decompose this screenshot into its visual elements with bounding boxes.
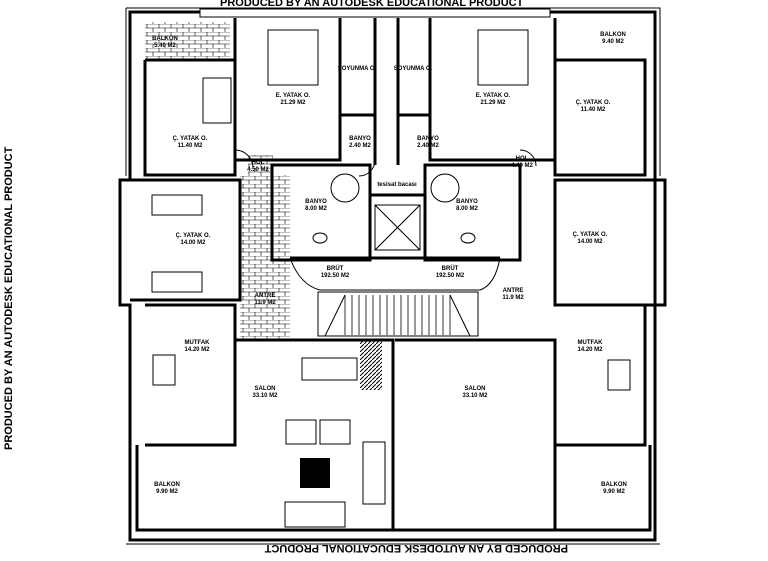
- double-bed-right: [477, 29, 529, 86]
- label-mutfak-r: MUTFAK: [578, 340, 604, 346]
- bed-tl: [202, 77, 232, 124]
- area-balkon-br: 9.90 M2: [603, 489, 625, 495]
- area-e-yatak-r: 21.29 M2: [480, 100, 506, 106]
- area-e-yatak-l: 21.29 M2: [280, 100, 306, 106]
- single-bed-1: [151, 194, 203, 216]
- area-brut-r: 192.50 M2: [436, 273, 465, 279]
- area-hol-l: 4.50 M2: [247, 167, 269, 173]
- armchair-2: [319, 419, 351, 445]
- label-salon-r: SALON: [465, 386, 486, 392]
- sofa-bottom: [284, 501, 346, 528]
- label-salon-l: SALON: [255, 386, 276, 392]
- furniture: [151, 29, 631, 528]
- kitchen-table-left: [152, 354, 176, 386]
- label-banyo-small-l: BANYO: [349, 136, 371, 142]
- armchair-1: [285, 419, 317, 445]
- label-banyo-r: BANYO: [456, 199, 478, 205]
- label-antre-l: ANTRE: [255, 293, 276, 299]
- elevator-shaft: [374, 204, 421, 251]
- label-c-yatak-l: Ç. YATAK O.: [176, 233, 211, 239]
- label-c-yatak-r: Ç. YATAK O.: [573, 232, 608, 238]
- label-banyo-small-r: BANYO: [417, 136, 439, 142]
- label-balkon-tl: BALKON: [152, 36, 178, 42]
- label-mutfak-l: MUTFAK: [185, 340, 211, 346]
- label-balkon-tr: BALKON: [600, 32, 626, 38]
- label-soyunma-l: SOYUNMA O.: [338, 66, 377, 72]
- area-antre-l: 11.9 M2: [254, 300, 276, 306]
- area-balkon-bl: 9.90 M2: [156, 489, 178, 495]
- area-antre-r: 11.9 M2: [502, 295, 524, 301]
- watermark-bottom: PRODUCED BY AN AUTODESK EDUCATIONAL PROD…: [264, 542, 568, 554]
- label-hol-r: HOL: [516, 156, 529, 162]
- jacuzzi-right: [430, 173, 460, 203]
- kitchen-table-right: [607, 359, 631, 391]
- watermark-top: PRODUCED BY AN AUTODESK EDUCATIONAL PROD…: [220, 0, 524, 9]
- label-soyunma-r: SOYUNMA O.: [394, 66, 433, 72]
- balkon-tl-brick: [145, 22, 230, 60]
- area-banyo-small-r: 2.40 M2: [417, 143, 439, 149]
- label-c-yatak-tr: Ç. YATAK O.: [576, 100, 611, 106]
- antre-brick-wall: [240, 175, 290, 340]
- area-salon-r: 33.10 M2: [462, 393, 488, 399]
- area-balkon-tr: 9.40 M2: [602, 39, 624, 45]
- staircase: [317, 291, 479, 337]
- label-balkon-bl: BALKON: [154, 482, 180, 488]
- jacuzzi-left: [330, 173, 360, 203]
- area-c-yatak-tl: 11.40 M2: [178, 143, 203, 149]
- dining-table: [301, 357, 358, 381]
- area-c-yatak-tr: 11.40 M2: [581, 107, 606, 113]
- label-tesisat: tesisat bacası: [377, 182, 417, 188]
- area-mutfak-r: 14.20 M2: [577, 347, 603, 353]
- salon-tile: [360, 340, 382, 390]
- area-mutfak-l: 14.20 M2: [184, 347, 210, 353]
- area-brut-l: 192.50 M2: [321, 273, 350, 279]
- label-e-yatak-l: E. YATAK O.: [276, 93, 311, 99]
- label-banyo-l: BANYO: [305, 199, 327, 205]
- label-e-yatak-r: E. YATAK O.: [476, 93, 511, 99]
- label-balkon-br: BALKON: [601, 482, 627, 488]
- rug: [300, 458, 330, 488]
- area-banyo-r: 8.00 M2: [456, 206, 478, 212]
- area-banyo-l: 8.00 M2: [305, 206, 327, 212]
- sink-right: [460, 232, 476, 244]
- sofa-right: [362, 441, 386, 505]
- label-c-yatak-tl: Ç. YATAK O.: [173, 136, 208, 142]
- area-salon-l: 33.10 M2: [252, 393, 278, 399]
- sink-left: [312, 232, 328, 244]
- interior-walls: [130, 18, 657, 532]
- area-c-yatak-r: 14.00 M2: [577, 239, 603, 245]
- double-bed-left: [267, 29, 319, 86]
- single-bed-2: [151, 271, 203, 293]
- watermark-left: PRODUCED BY AN AUTODESK EDUCATIONAL PROD…: [3, 146, 15, 450]
- area-balkon-tl: 5.40 M2: [154, 43, 176, 49]
- label-antre-r: ANTRE: [503, 288, 524, 294]
- label-brut-r: BRÜT: [442, 265, 459, 272]
- label-hol-l: HOL: [252, 160, 265, 166]
- room-labels: BALKON 5.40 M2 Ç. YATAK O. 11.40 M2 E. Y…: [152, 32, 627, 495]
- area-c-yatak-l: 14.00 M2: [180, 240, 206, 246]
- label-brut-l: BRÜT: [327, 265, 344, 272]
- area-banyo-small-l: 2.40 M2: [349, 143, 371, 149]
- area-hol-r: 4.40 M2: [511, 163, 533, 169]
